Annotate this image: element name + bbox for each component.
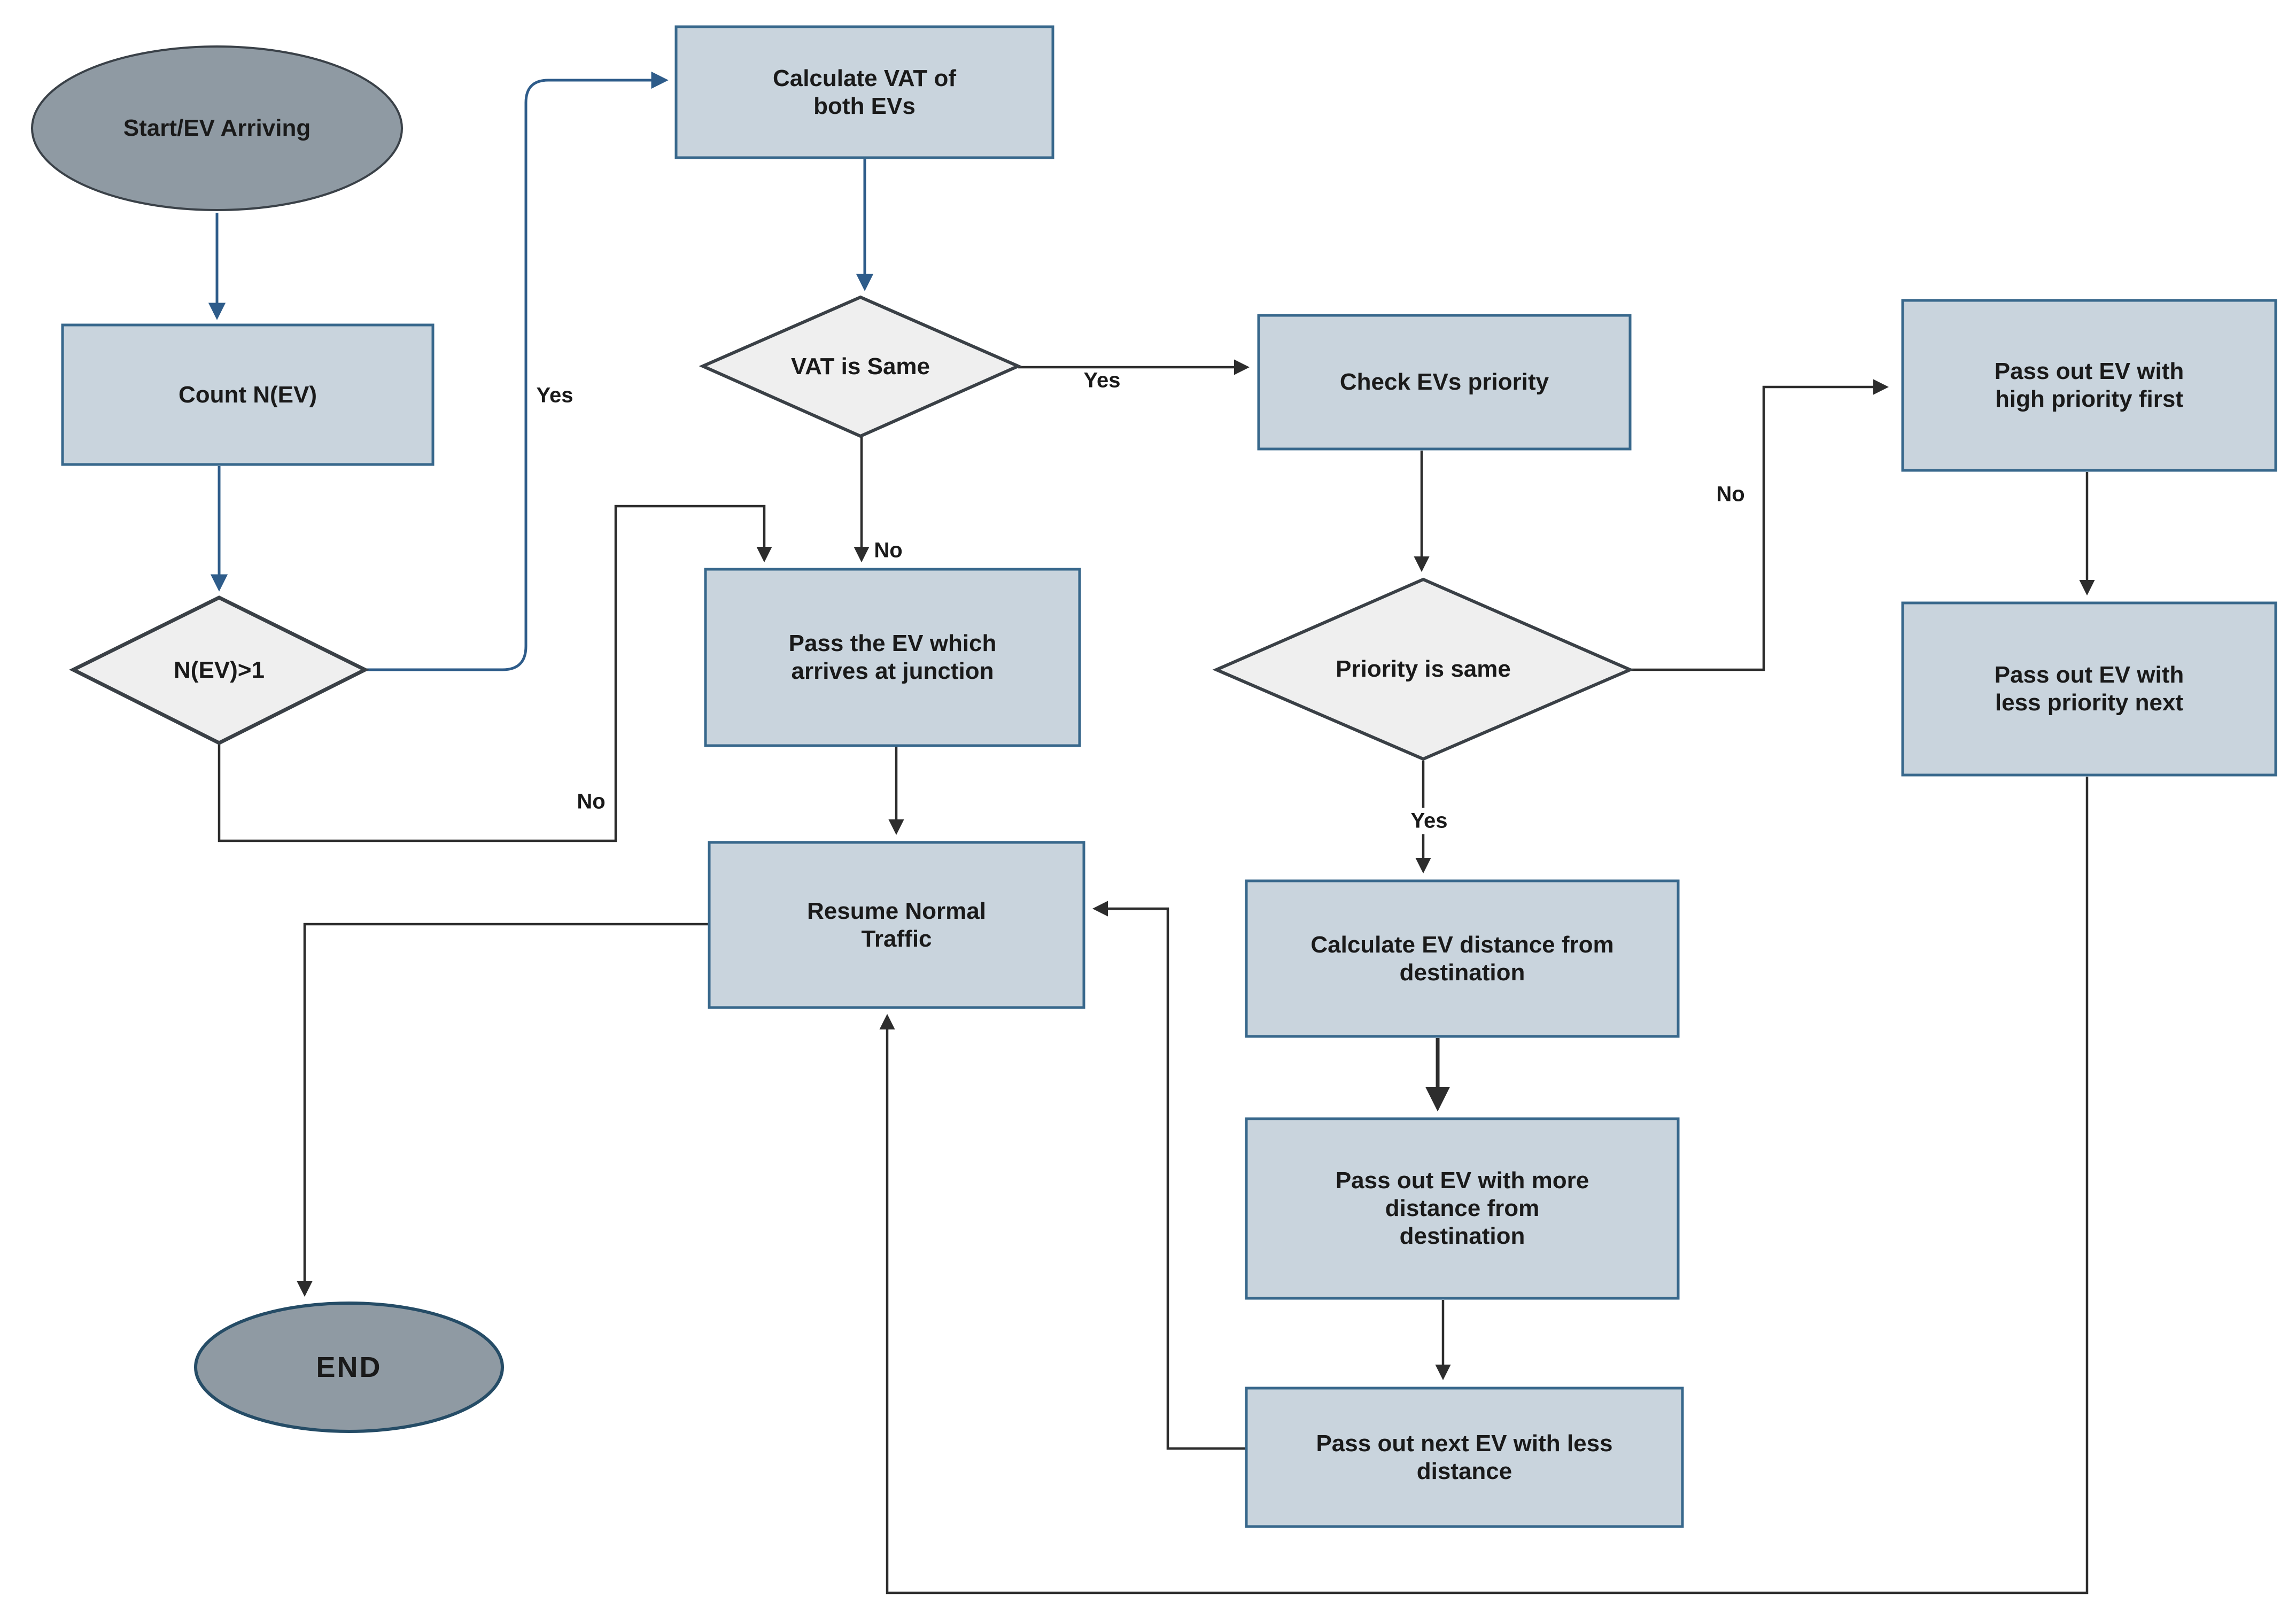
pass-junction-process-shape [704,568,1081,747]
pass-less-process-shape [1901,601,2277,777]
pass-next-process-shape [1245,1387,1684,1528]
resume-process-shape [708,841,1085,1009]
calc-distance-process-shape [1245,879,1680,1038]
nev-decision-shape [69,595,369,745]
check-priority-process-shape [1257,314,1632,451]
edge-passnext-loop-to-resume [1092,901,1246,1450]
count-process-shape [61,323,435,466]
end-terminator-shape [194,1302,504,1433]
priority-decision-shape [1212,577,1634,761]
pass-high-process-shape [1901,299,2277,472]
edge-resume-to-end [297,923,709,1297]
edge-priority-no-to-passhigh [1630,379,1889,671]
edge-nev-yes-to-calcvat [365,71,669,671]
calc-vat-process-shape [674,25,1054,159]
vat-decision-shape [699,295,1022,438]
start-terminator-shape [31,45,403,211]
edge-nev-no-to-passjunction [218,505,772,842]
edge-passless-return-to-resume [879,777,2089,1594]
pass-more-process-shape [1245,1117,1680,1300]
